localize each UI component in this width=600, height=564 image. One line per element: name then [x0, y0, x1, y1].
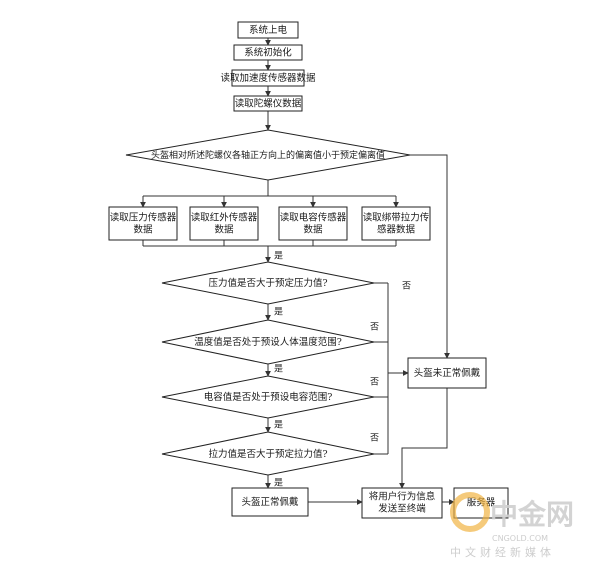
decision-capacitance: 电容值是否处于预设电容范围?	[161, 375, 375, 419]
node-read-pressure-line1: 读取压力传感器	[110, 212, 177, 224]
flow-edges	[140, 38, 455, 505]
node-read-tension: 读取绑带拉力传 感器数据	[361, 206, 431, 241]
decision-pressure: 压力值是否大于预定压力值?	[161, 261, 375, 305]
node-read-tension-line1: 读取绑带拉力传	[363, 212, 430, 224]
label-yes-pressure: 是	[274, 307, 283, 318]
label-yes-temp: 是	[274, 364, 283, 375]
node-send-behavior: 将用户行为信息 发送至终端	[361, 487, 443, 519]
node-read-tension-line2: 感器数据	[377, 224, 416, 236]
watermark-domain: CNGOLD.COM	[492, 534, 548, 543]
decision-tension-label: 拉力值是否大于预定拉力值?	[208, 448, 327, 460]
decision-capacitance-label: 电容值是否处于预设电容范围?	[204, 391, 333, 403]
node-power-on-label: 系统上电	[249, 24, 288, 36]
watermark: 中金网 CNGOLD.COM 中文财经新媒体	[450, 492, 574, 559]
watermark-logo-icon	[450, 492, 490, 532]
node-init-label: 系统初始化	[244, 47, 292, 59]
node-power-on: 系统上电	[237, 21, 299, 39]
node-read-capacitance-line2: 数据	[303, 224, 323, 236]
decision-temp-label: 温度值是否处于预设人体温度范围?	[194, 336, 342, 348]
node-read-capacitance: 读取电容传感器 数据	[278, 206, 348, 241]
decision-temp: 温度值是否处于预设人体温度范围?	[161, 319, 375, 365]
decision-tension: 拉力值是否大于预定拉力值?	[161, 431, 375, 476]
node-server: 服务器	[453, 487, 509, 519]
node-read-infrared-line2: 数据	[214, 224, 234, 236]
node-read-pressure-line2: 数据	[133, 224, 153, 236]
node-read-infrared: 读取红外传感器 数据	[189, 206, 259, 241]
node-read-gyro: 读取陀螺仪数据	[233, 95, 303, 112]
watermark-brand: 中金网	[490, 498, 574, 531]
edge-labels: 是 否 是 否 是 否 是 否 是	[274, 251, 411, 489]
node-read-pressure: 读取压力传感器 数据	[108, 206, 178, 241]
label-no-temp: 否	[370, 322, 379, 333]
watermark-tagline: 中文财经新媒体	[450, 545, 555, 559]
node-read-gyro-label: 读取陀螺仪数据	[235, 98, 302, 110]
label-no-pressure: 否	[402, 281, 411, 292]
node-read-accel-label: 读取加速度传感器数据	[220, 72, 316, 84]
decision-pressure-label: 压力值是否大于预定压力值?	[208, 277, 327, 289]
label-yes-tension: 是	[274, 478, 283, 489]
label-no-tension: 否	[370, 433, 379, 444]
label-yes-cap: 是	[274, 420, 283, 431]
node-send-behavior-line1: 将用户行为信息	[369, 491, 436, 503]
label-yes-pressure-entry: 是	[274, 251, 283, 262]
node-helmet-not-worn: 头盔未正常佩戴	[407, 357, 487, 389]
decision-deviation: 头盔相对所述陀螺仪各轴正方向上的偏离值小于预定偏离值	[125, 129, 411, 181]
node-send-behavior-line2: 发送至终端	[378, 503, 426, 515]
label-no-cap: 否	[370, 377, 379, 388]
node-read-capacitance-line1: 读取电容传感器	[280, 212, 347, 224]
node-read-infrared-line1: 读取红外传感器	[191, 212, 258, 224]
decision-deviation-label: 头盔相对所述陀螺仪各轴正方向上的偏离值小于预定偏离值	[151, 149, 385, 161]
node-helmet-worn-label: 头盔正常佩戴	[241, 496, 299, 508]
node-helmet-not-worn-label: 头盔未正常佩戴	[414, 367, 481, 379]
edge-notworn-send	[399, 388, 448, 489]
node-helmet-worn: 头盔正常佩戴	[231, 487, 309, 517]
edge-deviation-no	[410, 154, 450, 359]
node-read-accel: 读取加速度传感器数据	[220, 69, 316, 87]
node-init: 系统初始化	[233, 44, 303, 61]
